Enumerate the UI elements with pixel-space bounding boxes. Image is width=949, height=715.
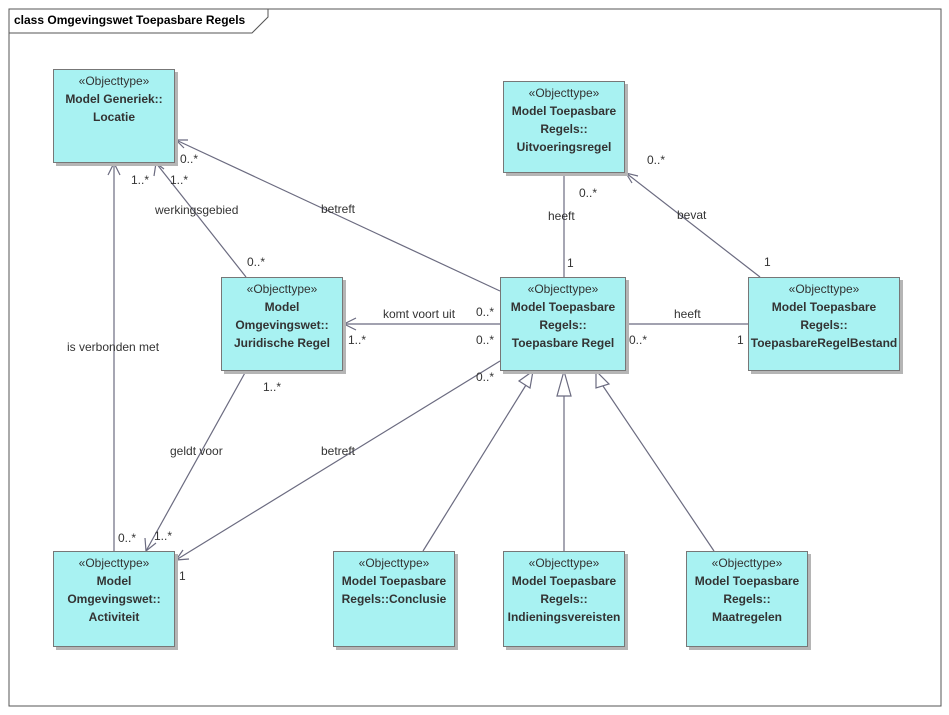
generalization-arrow-maatregelen bbox=[595, 369, 611, 389]
arrowhead-verbonden bbox=[107, 161, 121, 176]
stereotype-label: «Objecttype» bbox=[246, 282, 318, 296]
mult-geldt-voor-target: 1..* bbox=[154, 529, 173, 543]
mult-heeft-uitvoering-target: 0..* bbox=[579, 186, 598, 200]
stereotype-label: «Objecttype» bbox=[78, 556, 150, 570]
stereotype-label: «Objecttype» bbox=[528, 86, 600, 100]
class-name: Model Toepasbare Regels:: Uitvoeringsreg… bbox=[511, 104, 617, 154]
generalization-arrow-indienings bbox=[556, 368, 572, 397]
class-name: Model Toepasbare Regels:: Maatregelen bbox=[694, 574, 800, 624]
label-werkingsgebied: werkingsgebied bbox=[155, 203, 239, 217]
label-bevat: bevat bbox=[677, 208, 707, 222]
class-name: Model Generiek:: Locatie bbox=[65, 92, 163, 124]
stereotype-label: «Objecttype» bbox=[711, 556, 783, 570]
edge-geldt-voor bbox=[145, 370, 247, 552]
mult-heeft-uitvoering-source: 1 bbox=[567, 256, 574, 270]
stereotype-label: «Objecttype» bbox=[527, 282, 599, 296]
arrowhead-werkingsgebied bbox=[153, 161, 165, 177]
mult-betreft-locatie-target: 0..* bbox=[180, 152, 199, 166]
arrowhead-betreft-activiteit bbox=[174, 549, 190, 561]
edge-bevat bbox=[625, 172, 761, 278]
label-komt-voort-uit: komt voort uit bbox=[383, 307, 456, 321]
class-name: Model Toepasbare Regels:: ToepasbareRege… bbox=[750, 300, 898, 350]
class-indieningsvereisten[interactable]: «Objecttype» Model Toepasbare Regels:: I… bbox=[503, 551, 625, 647]
mult-werkingsgebied-target: 1..* bbox=[170, 173, 189, 187]
mult-bevat-source: 1 bbox=[764, 255, 771, 269]
edge-betreft-locatie bbox=[175, 139, 501, 292]
frame-title-tab bbox=[9, 9, 269, 34]
class-conclusie[interactable]: «Objecttype» Model Toepasbare Regels::Co… bbox=[333, 551, 455, 647]
mult-werkingsgebied-source: 0..* bbox=[247, 255, 266, 269]
class-toepasbare-regel-bestand[interactable]: «Objecttype» Model Toepasbare Regels:: T… bbox=[748, 277, 900, 371]
generalization-arrow-conclusie bbox=[517, 369, 534, 389]
label-geldt-voor: geldt voor bbox=[170, 444, 223, 458]
mult-betreft-activiteit-source-2: 0..* bbox=[476, 370, 495, 384]
stereotype-label: «Objecttype» bbox=[528, 556, 600, 570]
edge-werkingsgebied bbox=[155, 162, 247, 278]
mult-betreft-activiteit-target: 1 bbox=[179, 569, 186, 583]
label-is-verbonden-met: is verbonden met bbox=[67, 340, 160, 354]
diagram-title: class Omgevingswet Toepasbare Regels bbox=[14, 13, 246, 27]
class-uitvoeringsregel[interactable]: «Objecttype» Model Toepasbare Regels:: U… bbox=[503, 81, 625, 173]
stereotype-label: «Objecttype» bbox=[78, 74, 150, 88]
mult-komt-voort-uit-target: 1..* bbox=[348, 333, 367, 347]
mult-heeft-bestand-source: 0..* bbox=[629, 333, 648, 347]
class-name: Model Toepasbare Regels:: Toepasbare Reg… bbox=[510, 300, 616, 350]
class-name: Model Toepasbare Regels::Conclusie bbox=[341, 574, 447, 606]
class-name: Model Toepasbare Regels:: Indieningsvere… bbox=[507, 574, 621, 624]
arrowhead-bevat bbox=[624, 172, 639, 184]
label-betreft-locatie: betreft bbox=[321, 202, 356, 216]
class-juridische-regel[interactable]: «Objecttype» Model Omgevingswet:: Juridi… bbox=[221, 277, 343, 371]
class-locatie[interactable]: «Objecttype» Model Generiek:: Locatie bbox=[53, 69, 175, 163]
edge-generalization-conclusie bbox=[422, 384, 527, 552]
class-activiteit[interactable]: «Objecttype» Model Omgevingswet:: Activi… bbox=[53, 551, 175, 647]
label-heeft-bestand: heeft bbox=[674, 307, 701, 321]
diagram-frame bbox=[8, 8, 942, 707]
mult-verbonden-target: 1..* bbox=[131, 173, 150, 187]
label-heeft-uitvoering: heeft bbox=[548, 209, 575, 223]
edge-betreft-activiteit bbox=[175, 360, 501, 561]
arrowhead-komt-voort-uit bbox=[342, 317, 357, 331]
edge-generalization-maatregelen bbox=[602, 385, 715, 552]
label-betreft-activiteit: betreft bbox=[321, 444, 356, 458]
class-toepasbare-regel[interactable]: «Objecttype» Model Toepasbare Regels:: T… bbox=[500, 277, 626, 371]
mult-geldt-voor-source: 1..* bbox=[263, 380, 282, 394]
mult-heeft-bestand-target: 1 bbox=[737, 333, 744, 347]
stereotype-label: «Objecttype» bbox=[358, 556, 430, 570]
class-name: Model Omgevingswet:: Activiteit bbox=[67, 574, 161, 624]
mult-betreft-activiteit-source: 0..* bbox=[476, 333, 495, 347]
mult-bevat-target: 0..* bbox=[647, 153, 666, 167]
class-name: Model Omgevingswet:: Juridische Regel bbox=[233, 300, 331, 350]
mult-verbonden-source: 0..* bbox=[118, 531, 137, 545]
stereotype-label: «Objecttype» bbox=[788, 282, 860, 296]
class-maatregelen[interactable]: «Objecttype» Model Toepasbare Regels:: M… bbox=[686, 551, 808, 647]
mult-komt-voort-uit-source: 0..* bbox=[476, 305, 495, 319]
arrowhead-betreft-locatie bbox=[174, 139, 188, 149]
